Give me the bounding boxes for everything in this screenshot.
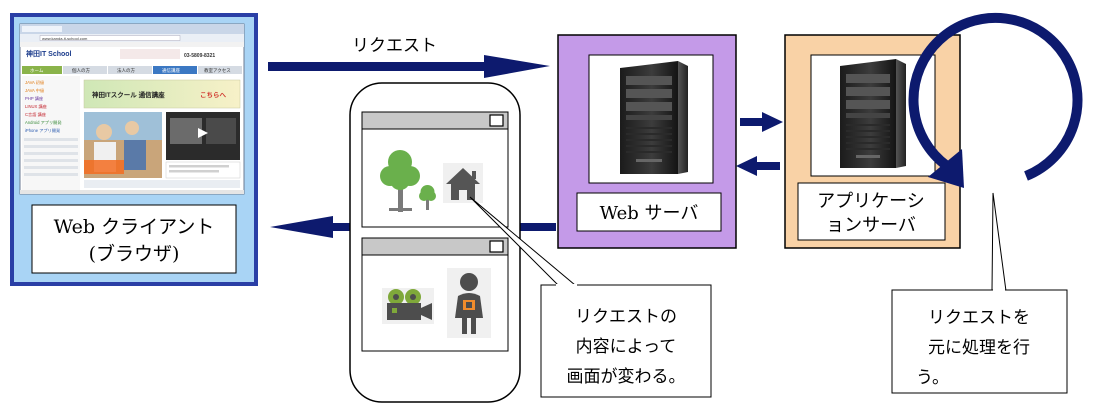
phone-window-bottom	[361, 237, 509, 352]
arrow-to-app-server	[740, 112, 783, 132]
site-banner	[83, 79, 241, 109]
maximize-icon	[489, 240, 504, 253]
callout-process-line1: リクエストを	[928, 308, 1030, 328]
browser-titlebar	[20, 24, 244, 34]
server-tower-icon	[620, 61, 688, 174]
nav-item: 個人の方	[72, 67, 90, 74]
house-icon	[443, 163, 483, 203]
site-header-ad	[120, 49, 180, 59]
app-server-box: アプリケーシ ョンサーバ	[784, 34, 961, 249]
browser-tab	[22, 26, 62, 32]
site-nav: ホーム 個人の方 法人の方 通信講座 教室アクセス	[22, 66, 242, 74]
sidebar-entry: PHP 講座	[25, 95, 43, 102]
browser-bookmarks-bar	[20, 42, 244, 47]
web-client-label-box	[31, 204, 237, 274]
sidebar-entry: LINUX 講座	[25, 103, 47, 110]
app-server-label-line1: アプリケーシ	[817, 191, 925, 212]
callout-screen-line2: 内容によって	[576, 337, 677, 357]
site-sidebar-list: JAVA 初級 JAVA 中級 PHP 講座 LINUX 講座 C言語 講座 A…	[24, 79, 78, 176]
video-camera-icon	[382, 288, 434, 324]
response-arrow	[270, 216, 556, 238]
processing-loop-arrow	[908, 12, 1083, 188]
web-server-box: Web サーバ	[557, 34, 737, 249]
callout-box	[540, 284, 712, 398]
app-server-label-box	[797, 182, 946, 241]
site-phone: 03-5809-8321	[184, 53, 215, 59]
app-server-label-line2: ョンサーバ	[826, 215, 916, 236]
sidebar-entry: JAVA 初級	[25, 79, 45, 86]
server-tower-icon	[840, 59, 906, 168]
request-arrow	[268, 55, 550, 78]
sidebar-entry: Android アプリ開発	[25, 119, 62, 126]
sidebar-entry: iPhone アプリ開発	[25, 127, 61, 134]
callout-screen-line3: 画面が変わる。	[567, 367, 686, 387]
nav-item: 通信講座	[162, 67, 180, 74]
web-client-box: www.kanda-it-school.com 神田IT School 03-5…	[10, 13, 258, 286]
callout-box	[891, 289, 1068, 394]
site-logo: 神田IT School	[26, 49, 72, 58]
nav-item: 教室アクセス	[204, 67, 231, 74]
window-titlebar	[361, 111, 509, 130]
tree-icon	[380, 150, 436, 212]
browser-screenshot: www.kanda-it-school.com 神田IT School 03-5…	[19, 23, 245, 195]
callout-process-line3: う。	[916, 368, 949, 388]
maximize-icon	[489, 114, 504, 127]
site-banner-link: こちらへ	[200, 91, 227, 99]
nav-item: ホーム	[30, 68, 44, 73]
nav-item: 法人の方	[117, 67, 135, 74]
callout-screen-change: リクエストの 内容によって 画面が変わる。	[469, 196, 712, 398]
site-banner-text: 神田ITスクール 通信講座	[92, 90, 165, 99]
web-client-label-line2: (ブラウザ)	[89, 242, 180, 265]
browser-address-text: www.kanda-it-school.com	[42, 36, 88, 41]
web-server-label: Web サーバ	[600, 203, 699, 224]
web-server-label-box	[576, 192, 722, 232]
phone-window-top	[361, 111, 509, 228]
phone-device	[349, 82, 521, 403]
callout-screen-line1: リクエストの	[575, 307, 677, 327]
request-arrow-label: リクエスト	[352, 36, 437, 56]
callout-processing: リクエストを 元に処理を行 う。	[891, 192, 1068, 394]
sidebar-entry: JAVA 中級	[25, 87, 45, 94]
callout-process-line2: 元に処理を行	[928, 338, 1030, 358]
person-icon	[447, 268, 491, 338]
arrow-to-web-server	[736, 156, 780, 176]
site-sidebar	[22, 76, 80, 190]
callout-pointer	[991, 192, 1007, 292]
web-client-label-line1: Web クライアント	[54, 216, 215, 238]
sidebar-entry: C言語 講座	[25, 111, 46, 118]
browser-address-bar	[39, 35, 181, 41]
window-titlebar	[361, 237, 509, 256]
response-arrow-tail	[518, 223, 556, 231]
